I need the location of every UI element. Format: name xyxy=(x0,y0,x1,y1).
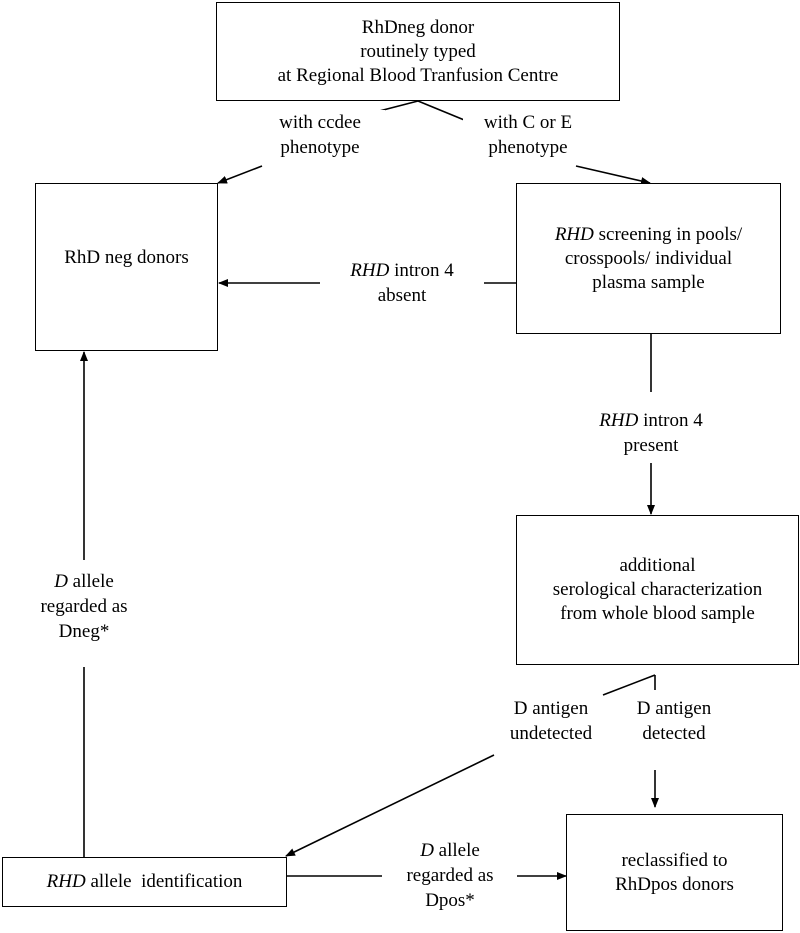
reclassified-line-1: reclassified to xyxy=(621,849,728,871)
undetected-line-2: undetected xyxy=(509,723,593,744)
additional-line-2: serological characterization xyxy=(552,579,763,600)
dpos-gene-text: D xyxy=(420,840,434,861)
present-gene-text: RHD xyxy=(599,410,639,431)
allele-identification-text: allele identification xyxy=(85,871,243,892)
split-additional-left xyxy=(602,674,656,696)
top-box-line-1: RhDneg donor xyxy=(361,16,475,38)
d-antigen-detected-label: D antigen detected xyxy=(622,696,726,746)
dpos-line-2: regarded as xyxy=(406,865,494,886)
arrow-to-neg-donors xyxy=(217,165,263,184)
undetected-line-1: D antigen xyxy=(513,698,589,719)
ccdee-line-1: with ccdee xyxy=(279,112,361,133)
top-box-line-3: at Regional Blood Tranfusion Centre xyxy=(277,64,559,86)
dpos-allele-text: allele xyxy=(433,840,480,861)
present-text: present xyxy=(623,435,679,456)
ccdee-line-2: phenotype xyxy=(280,137,360,158)
additional-line-1: additional xyxy=(619,555,696,576)
dneg-line-3: Dneg* xyxy=(58,621,110,642)
arrow-undetected-to-allele xyxy=(285,754,495,857)
dpos-line-3: Dpos* xyxy=(425,890,475,911)
reclassified-box: reclassified to RhDpos donors xyxy=(566,814,783,931)
d-antigen-undetected-label: D antigen undetected xyxy=(496,696,606,746)
rhd-screening-box: RHD screening in pools/ crosspools/ indi… xyxy=(516,183,781,334)
dneg-line-2: regarded as xyxy=(40,596,128,617)
reclassified-line-2: RhDpos donors xyxy=(615,873,734,895)
detected-line-1: D antigen xyxy=(636,698,712,719)
arrow-to-screening xyxy=(575,165,651,185)
rhdneg-donor-box: RhDneg donor routinely typed at Regional… xyxy=(216,2,620,101)
screening-gene-text: RHD xyxy=(554,223,594,245)
d-allele-dpos-label: D allele regarded as Dpos* xyxy=(397,838,503,913)
absent-intron-text: intron 4 xyxy=(389,260,454,281)
absent-text: absent xyxy=(377,285,427,306)
intron-absent-label: RHD intron 4 absent xyxy=(324,258,480,308)
absent-gene-text: RHD xyxy=(350,260,390,281)
dneg-allele-text: allele xyxy=(67,571,114,592)
dneg-gene-text: D xyxy=(54,571,68,592)
ccdee-phenotype-label: with ccdee phenotype xyxy=(255,110,385,160)
intron-present-label: RHD intron 4 present xyxy=(577,408,725,458)
d-allele-dneg-label: D allele regarded as Dneg* xyxy=(34,569,134,644)
screening-line-1: screening in pools/ xyxy=(593,223,743,245)
present-intron-text: intron 4 xyxy=(638,410,703,431)
serological-characterization-box: additional serological characterization … xyxy=(516,515,799,665)
ce-line-2: phenotype xyxy=(488,137,568,158)
c-or-e-phenotype-label: with C or E phenotype xyxy=(463,110,593,160)
screening-line-2: crosspools/ individual xyxy=(564,247,733,269)
allele-gene-text: RHD xyxy=(46,871,86,892)
rhd-allele-identification-box: RHD allele identification xyxy=(2,857,287,907)
top-box-line-2: routinely typed xyxy=(360,40,476,62)
neg-donors-text: RhD neg donors xyxy=(64,247,189,268)
screening-line-3: plasma sample xyxy=(592,271,705,293)
additional-line-3: from whole blood sample xyxy=(560,603,755,624)
ce-line-1: with C or E xyxy=(483,112,573,133)
rhd-neg-donors-box: RhD neg donors xyxy=(35,183,218,351)
detected-line-2: detected xyxy=(642,723,706,744)
